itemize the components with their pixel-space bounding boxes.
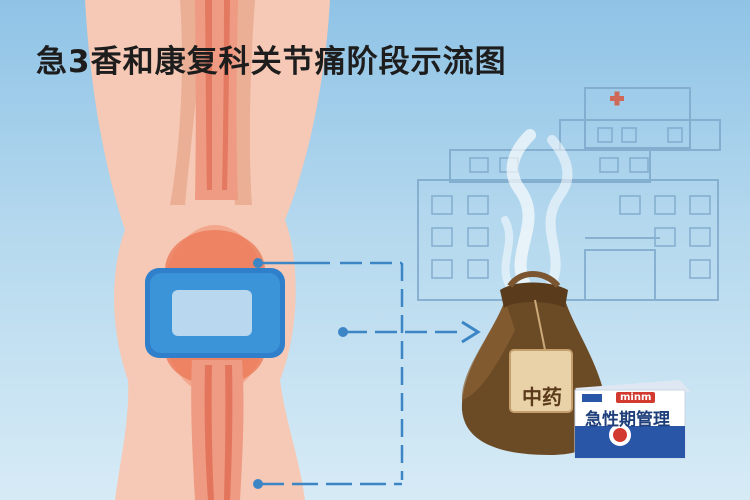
medicine-box-brand: minm xyxy=(616,392,656,403)
hospital-building xyxy=(417,87,721,301)
flow-connectors xyxy=(258,261,462,486)
connector-dot-middle xyxy=(338,327,348,337)
knee-patch xyxy=(145,268,285,358)
herbal-tag-label: 中药 xyxy=(522,385,562,409)
red-cross-icon xyxy=(610,91,624,106)
connector-dot-top xyxy=(253,258,263,268)
medicine-box-name: 急性期管理 xyxy=(585,410,670,430)
herbal-medicine-bag xyxy=(461,271,607,455)
page-title: 急3香和康复科关节痛阶段示流图 xyxy=(36,44,507,80)
connector-dot-bottom xyxy=(253,479,263,489)
arrow-right-icon xyxy=(461,320,481,344)
steam-icon xyxy=(501,129,573,296)
